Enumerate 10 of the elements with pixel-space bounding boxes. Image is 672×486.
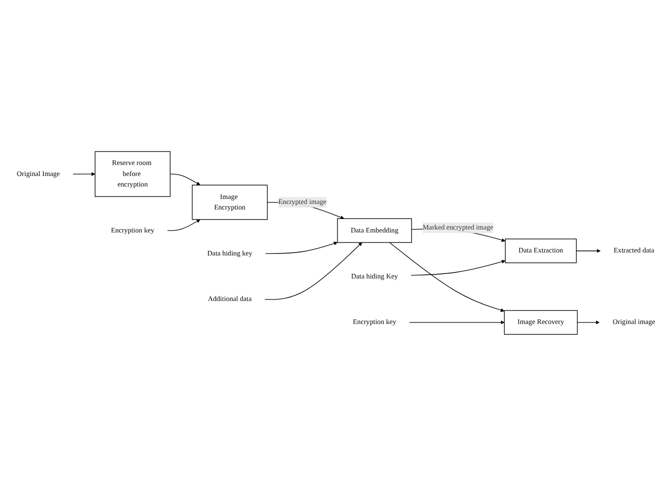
arrow [265,242,338,254]
arrow [576,320,600,324]
arrow [72,172,96,176]
arrow [576,249,601,253]
arrow [167,219,200,231]
arrow [389,242,504,312]
arrow [264,242,362,300]
arrow [170,174,200,186]
arrow [410,260,506,276]
arrow [409,320,504,324]
